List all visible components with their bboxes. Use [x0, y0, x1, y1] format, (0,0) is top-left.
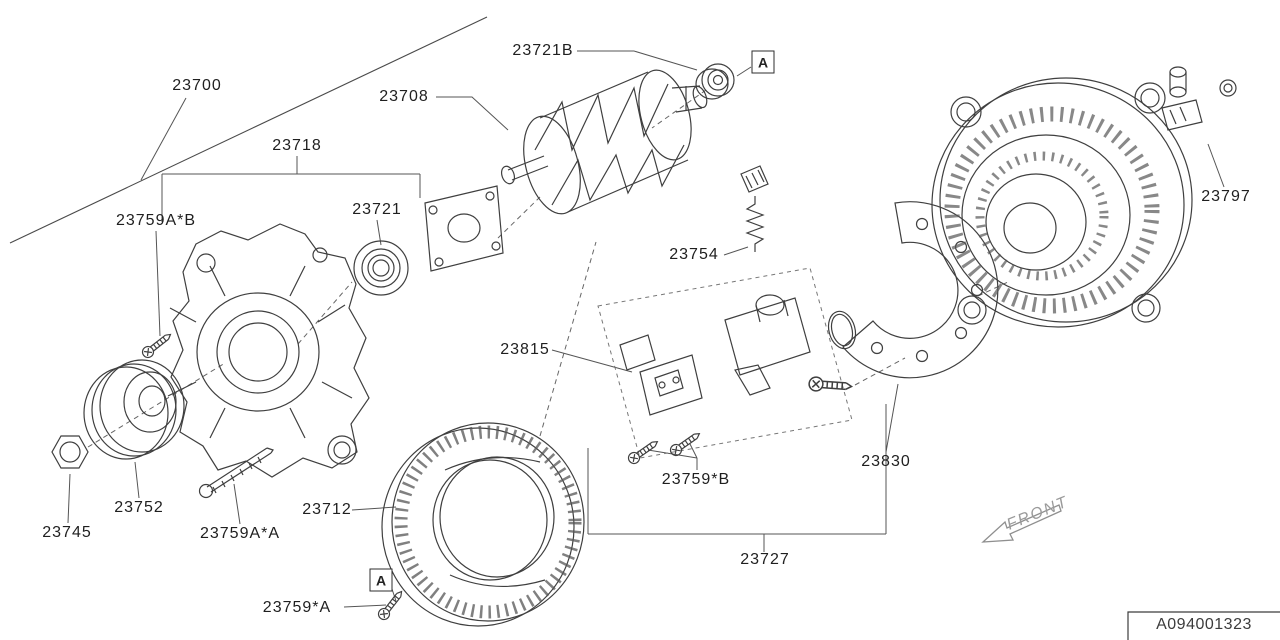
- part-label-23752[interactable]: 23752: [114, 499, 164, 516]
- part-label-23754[interactable]: 23754: [669, 246, 719, 263]
- detail-marker-a-top: A: [751, 50, 775, 74]
- part-label-23759-a[interactable]: 23759*A: [262, 599, 332, 616]
- terminal-bolt-art: [1161, 66, 1237, 131]
- part-label-23797[interactable]: 23797: [1201, 188, 1251, 205]
- o-ring-art: [827, 310, 857, 350]
- part-label-23708[interactable]: 23708: [379, 88, 429, 105]
- regulator-art: [724, 165, 811, 396]
- pulley-nut-art: [51, 435, 89, 469]
- rotor-art: [500, 69, 708, 215]
- rear-cover-art: [931, 77, 1193, 328]
- drawing-number: A094001323: [1156, 616, 1252, 633]
- bearing-retainer-plate-art: [424, 185, 504, 272]
- part-label-23721b[interactable]: 23721B: [512, 42, 574, 59]
- part-label-23727[interactable]: 23727: [740, 551, 790, 568]
- front-housing-art: [167, 223, 370, 478]
- part-label-23700[interactable]: 23700: [172, 77, 222, 94]
- part-label-23830[interactable]: 23830: [861, 453, 911, 470]
- through-bolt-art: [198, 447, 274, 499]
- assembly-callout-line: [9, 16, 488, 244]
- part-label-23712[interactable]: 23712: [302, 501, 352, 518]
- part-label-23718[interactable]: 23718: [272, 137, 322, 154]
- part-label-23759-b[interactable]: 23759*B: [661, 471, 731, 488]
- part-label-23759a-b[interactable]: 23759A*B: [115, 212, 197, 229]
- stator-art: [381, 422, 585, 627]
- brush-holder-art: [619, 334, 703, 416]
- front-direction-arrow: [981, 504, 1062, 543]
- part-label-23759a-a[interactable]: 23759A*A: [199, 525, 281, 542]
- rectifier-art: [842, 201, 999, 379]
- rear-bearing-art: [695, 63, 735, 100]
- front-bearing-art: [353, 240, 409, 296]
- detail-marker-a-bottom: A: [369, 568, 393, 592]
- part-label-23815[interactable]: 23815: [500, 341, 550, 358]
- title-block-frame: [1127, 611, 1280, 640]
- pulley-art: [83, 359, 185, 460]
- part-label-23745[interactable]: 23745: [42, 524, 92, 541]
- part-label-23721[interactable]: 23721: [352, 201, 402, 218]
